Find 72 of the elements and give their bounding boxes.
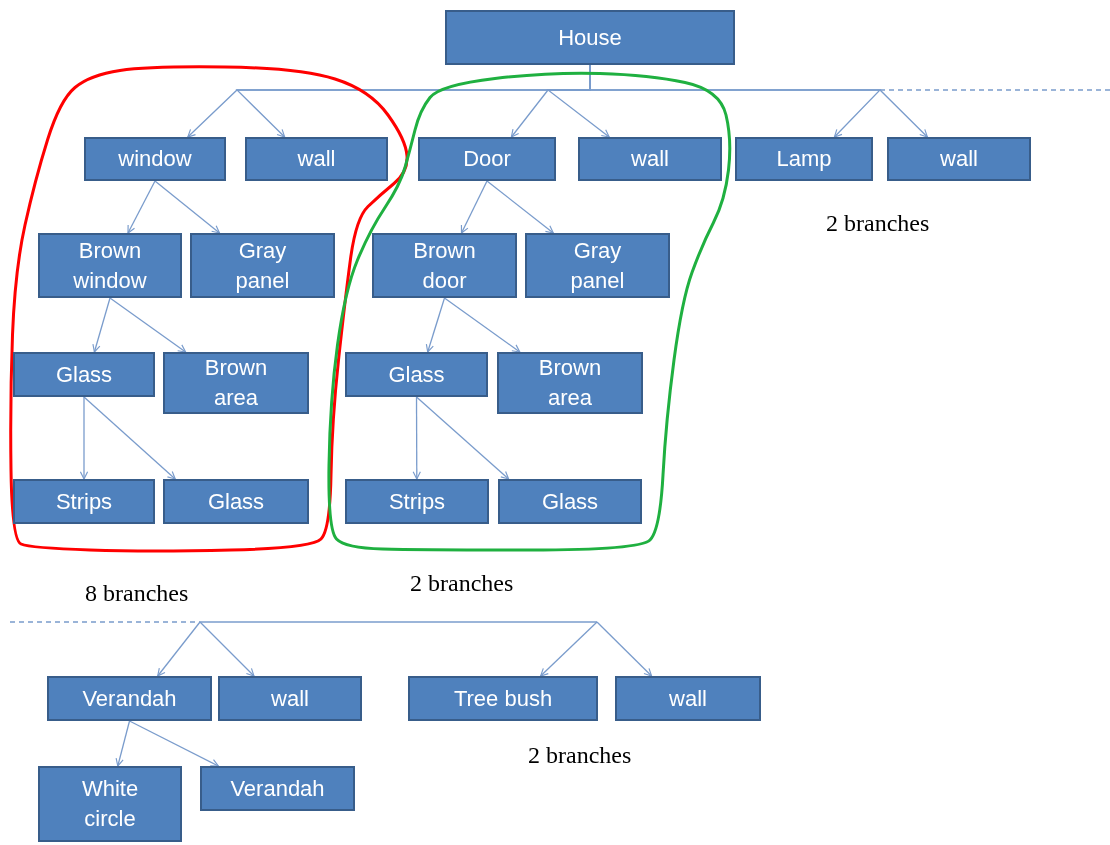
- tree-box: [735, 137, 873, 181]
- arrow: [443, 297, 521, 353]
- tree-box: [13, 479, 155, 524]
- arrow: [460, 180, 488, 234]
- arrow: [128, 720, 219, 767]
- arrow: [415, 396, 510, 480]
- arrow: [157, 621, 201, 677]
- tree-box: [84, 137, 226, 181]
- box-label: Gray panel: [569, 236, 626, 295]
- box-label: Glass: [388, 360, 445, 389]
- box-label: Glass: [55, 360, 113, 389]
- arrow: [83, 396, 176, 480]
- branch-count-caption: 8 branches: [85, 580, 189, 607]
- box-label: Brown area: [203, 354, 269, 412]
- tree-box: [38, 233, 182, 298]
- box-label: Gray panel: [234, 236, 291, 295]
- box-label: wall: [297, 145, 336, 174]
- box-label: Brown window: [72, 236, 148, 295]
- arrow: [115, 720, 131, 767]
- branch-count-caption: 2 branches: [410, 570, 514, 597]
- tree-box: [163, 352, 309, 414]
- box-label: wall: [940, 145, 978, 174]
- tree-box: [525, 233, 670, 298]
- box-label: Glass: [541, 487, 599, 516]
- tree-box: [245, 137, 388, 181]
- tree-box: [372, 233, 517, 298]
- box-label: Strips: [55, 487, 113, 516]
- arrow: [596, 621, 653, 677]
- arrow: [79, 396, 89, 480]
- arrow: [412, 396, 421, 480]
- box-label: House: [558, 23, 622, 52]
- box-label: Verandah: [82, 684, 177, 713]
- box-label: Brown door: [412, 236, 477, 295]
- box-label: Glass: [207, 487, 265, 516]
- tree-box: [163, 479, 309, 524]
- tree-box: [408, 676, 598, 721]
- box-label: Tree bush: [453, 684, 553, 713]
- box-label: wall: [631, 145, 669, 174]
- tree-box: [38, 766, 182, 842]
- branch-count-caption: 2 branches: [826, 210, 930, 237]
- tree-box: [218, 676, 362, 721]
- tree-box: [578, 137, 722, 181]
- tree-box: [418, 137, 556, 181]
- tree-box: [13, 352, 155, 397]
- tree-box: [887, 137, 1031, 181]
- tree-box: [190, 233, 335, 298]
- arrow: [539, 621, 598, 677]
- tree-box: [345, 479, 489, 524]
- tree-box: [615, 676, 761, 721]
- tree-box: [200, 766, 355, 811]
- tree-box: [47, 676, 212, 721]
- arrow: [199, 621, 255, 677]
- box-label: window: [118, 145, 192, 174]
- arrow: [109, 297, 187, 353]
- arrow: [92, 297, 111, 353]
- tree-box: [445, 10, 735, 65]
- box-label: Brown area: [537, 354, 603, 412]
- branch-count-caption: 2 branches: [528, 742, 632, 769]
- box-label: Strips: [388, 487, 446, 516]
- arrow: [154, 180, 221, 234]
- box-label: White circle: [80, 775, 140, 833]
- arrow: [425, 297, 446, 353]
- box-label: Verandah: [230, 774, 325, 803]
- box-label: wall: [271, 684, 309, 713]
- arrow: [486, 180, 554, 234]
- tree-box: [497, 352, 643, 414]
- tree-box: [498, 479, 642, 524]
- arrow: [127, 180, 156, 234]
- box-label: wall: [669, 684, 707, 713]
- tree-box: [345, 352, 488, 397]
- box-label: Door: [463, 145, 511, 174]
- box-label: Lamp: [776, 145, 832, 174]
